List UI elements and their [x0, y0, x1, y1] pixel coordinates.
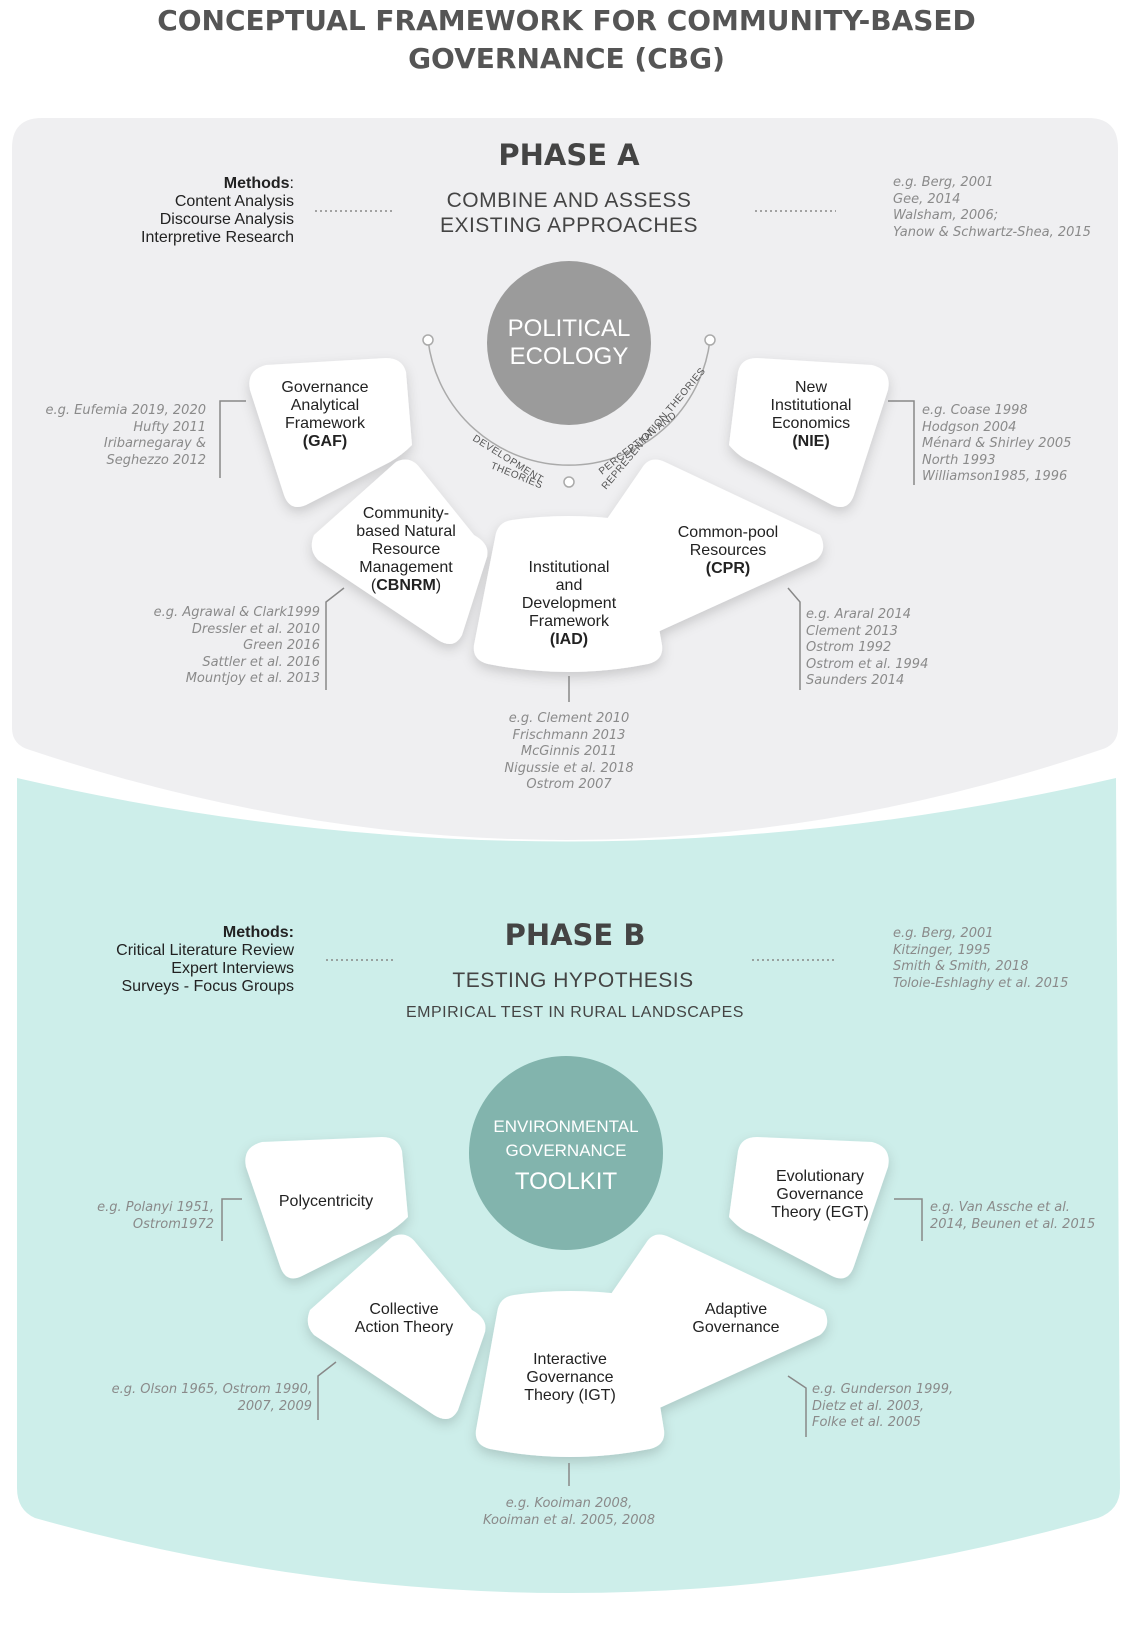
political-ecology-label: POLITICAL ECOLOGY [487, 310, 651, 376]
phase-b-subtitle: TESTING HYPOTHESIS [452, 969, 694, 992]
phase-b-title: PHASE B [504, 918, 646, 952]
phase-a-subtitle: COMBINE AND ASSESS EXISTING APPROACHES [319, 188, 819, 238]
card-iad [473, 516, 663, 672]
center-line-3: TOOLKIT [514, 1168, 618, 1195]
bracket-polycentricity [221, 1198, 242, 1241]
arc-mid-dot [563, 476, 575, 488]
card-igt-label: Interactive Governance Theory (IGT) [524, 1351, 616, 1404]
card-egt [729, 1137, 889, 1279]
cites-igt: e.g. Kooiman 2008,Kooiman et al. 2005, 2… [482, 1496, 656, 1528]
political-ecology-circle [487, 261, 651, 425]
phase-a-method-item: Interpretive Research [141, 229, 294, 246]
phase-b-methods-label: Methods: [222, 924, 294, 941]
cites-egt: e.g. Van Assche et al.2014, Beunen et al… [930, 1200, 1096, 1232]
card-collective-action [307, 1234, 486, 1419]
phase-a-refs: e.g. Berg, 2001 Gee, 2014 Walsham, 2006;… [893, 175, 1091, 241]
bracket-nie [888, 400, 915, 485]
bracket-collective-action [317, 1361, 337, 1420]
phase-a-methods: Methods: Content Analysis Discourse Anal… [60, 175, 294, 247]
card-adaptive-governance-label: Adaptive Governance [692, 1301, 780, 1336]
bracket-adaptive-governance [787, 1375, 807, 1437]
phase-a-method-item: Discourse Analysis [159, 211, 294, 228]
cites-collective-action: e.g. Olson 1965, Ostrom 1990,2007, 2009 [111, 1382, 312, 1414]
toolkit-label: ENVIRONMENTAL GOVERNANCE TOOLKIT [469, 1108, 663, 1208]
card-egt-label: Evolutionary Governance Theory (EGT) [771, 1168, 869, 1221]
cites-polycentricity: e.g. Polanyi 1951,Ostrom1972 [97, 1200, 214, 1232]
ref-item: Walsham, 2006; [893, 208, 999, 223]
card-cpr-label: Common-pool Resources (CPR) [677, 524, 779, 577]
phase-a-methods-colon: : [289, 175, 294, 192]
card-polycentricity-label: Polycentricity [278, 1193, 374, 1210]
phase-a-methods-label: Methods [223, 175, 290, 192]
center-line-1: ENVIRONMENTAL [493, 1117, 639, 1136]
bracket-gaf [219, 400, 246, 478]
ref-item: Smith & Smith, 2018 [893, 959, 1029, 974]
card-nie-label: New Institutional Economics (NIE) [770, 379, 852, 450]
cites-adaptive-governance: e.g. Gunderson 1999,Dietz et al. 2003, F… [812, 1382, 954, 1430]
bracket-egt [894, 1198, 923, 1241]
ref-item: e.g. Berg, 2001 [893, 926, 994, 941]
ref-item: e.g. Berg, 2001 [893, 175, 994, 190]
phase-a-method-item: Content Analysis [174, 193, 294, 210]
card-igt [475, 1291, 665, 1457]
ref-item: Toloie-Eshlaghy et al. 2015 [893, 975, 1069, 991]
phase-b-refs: e.g. Berg, 2001 Kitzinger, 1995 Smith & … [893, 926, 1068, 992]
card-cbnrm [311, 459, 488, 644]
theories-arc [427, 339, 711, 466]
phase-b-method-item: Critical Literature Review [116, 942, 294, 959]
ref-item: Gee, 2014 [893, 191, 961, 207]
card-gaf [249, 358, 412, 508]
phase-b-methods: Methods: Critical Literature Review Expe… [40, 924, 294, 996]
phase-b-method-item: Surveys - Focus Groups [121, 978, 295, 995]
card-nie [729, 358, 889, 508]
card-collective-action-label: Collective Action Theory [354, 1301, 454, 1336]
arc-end-right [704, 334, 716, 346]
center-line-1: POLITICAL [507, 315, 631, 342]
bracket-cpr [787, 587, 801, 690]
arc-end-left [422, 334, 434, 346]
center-line-2: ECOLOGY [509, 343, 629, 370]
card-gaf-label: Governance Analytical Framework (GAF) [281, 379, 369, 450]
center-line-2: GOVERNANCE [505, 1141, 627, 1160]
ref-item: Yanow & Schwartz-Shea, 2015 [893, 224, 1091, 240]
toolkit-circle [469, 1056, 663, 1250]
page-title: CONCEPTUAL FRAMEWORK FOR COMMUNITY-BASED… [157, 4, 976, 75]
card-iad-label: Institutional and Development Framework … [521, 559, 617, 648]
phase-a-subtitle-line2: EXISTING APPROACHES [439, 214, 699, 237]
ref-item: Kitzinger, 1995 [893, 942, 991, 958]
card-cbnrm-label: Community- based Natural Resource Manage… [356, 505, 456, 594]
bracket-cbnrm [325, 587, 345, 690]
phase-b-subtitle-2: EMPIRICAL TEST IN RURAL LANDSCAPES [406, 1004, 744, 1021]
phase-a-title: PHASE A [498, 138, 640, 172]
card-polycentricity [245, 1137, 408, 1279]
phase-b-method-item: Expert Interviews [171, 960, 294, 977]
phase-a-subtitle-line1: COMBINE AND ASSESS [446, 189, 692, 212]
